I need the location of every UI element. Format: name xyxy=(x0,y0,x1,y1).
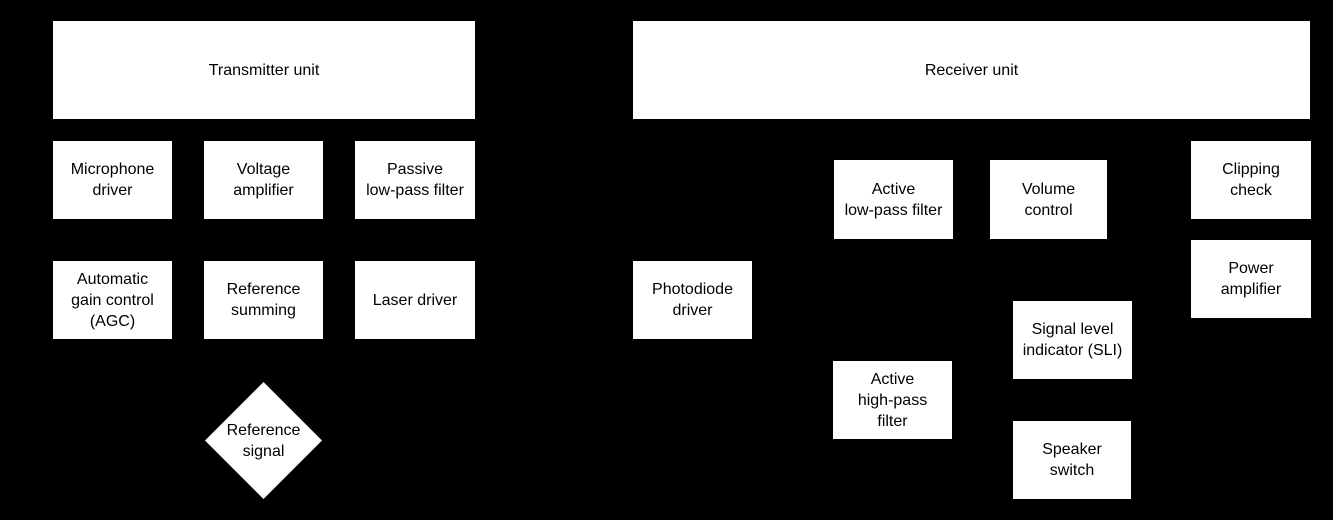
node-label: Voltage amplifier xyxy=(233,161,294,199)
node-label: Signal level indicator (SLI) xyxy=(1022,321,1123,359)
node-automatic-gain-control: Automatic gain control (AGC) xyxy=(53,261,172,339)
node-label: Transmitter unit xyxy=(208,61,320,79)
node-label: Speaker switch xyxy=(1042,441,1102,479)
node-label: Clipping check xyxy=(1222,161,1280,199)
node-label: Passive low-pass filter xyxy=(366,161,464,199)
node-label: Automatic gain control (AGC) xyxy=(71,270,154,330)
node-signal-level-indicator: Signal level indicator (SLI) xyxy=(1013,301,1132,379)
node-active-high-pass-filter: Active high-pass filter xyxy=(833,361,952,439)
node-reference-summing: Reference summing xyxy=(204,261,323,339)
node-label: Laser driver xyxy=(372,291,458,309)
node-label: Reference signal xyxy=(226,421,301,460)
node-passive-low-pass-filter: Passive low-pass filter xyxy=(355,141,475,219)
node-label: Active high-pass filter xyxy=(857,370,928,430)
node-receiver-unit: Receiver unit xyxy=(633,21,1310,119)
node-clipping-check: Clipping check xyxy=(1191,141,1311,219)
node-volume-control: Volume control xyxy=(990,160,1107,239)
node-label: Photodiode driver xyxy=(652,281,733,319)
node-label: Reference summing xyxy=(226,281,301,319)
node-speaker-switch: Speaker switch xyxy=(1013,421,1131,499)
node-label: Active low-pass filter xyxy=(844,180,943,219)
node-label: Volume control xyxy=(1021,180,1076,219)
node-laser-driver: Laser driver xyxy=(355,261,475,339)
node-label: Power amplifier xyxy=(1220,260,1282,298)
node-power-amplifier: Power amplifier xyxy=(1191,240,1311,318)
node-photodiode-driver: Photodiode driver xyxy=(633,261,752,339)
node-voltage-amplifier: Voltage amplifier xyxy=(204,141,323,219)
node-label: Receiver unit xyxy=(924,61,1019,79)
node-active-low-pass-filter: Active low-pass filter xyxy=(834,160,953,239)
node-transmitter-unit: Transmitter unit xyxy=(53,21,475,119)
node-reference-signal-diamond: Reference signal xyxy=(205,382,322,499)
node-label: Microphone driver xyxy=(70,161,155,199)
node-microphone-driver: Microphone driver xyxy=(53,141,172,219)
